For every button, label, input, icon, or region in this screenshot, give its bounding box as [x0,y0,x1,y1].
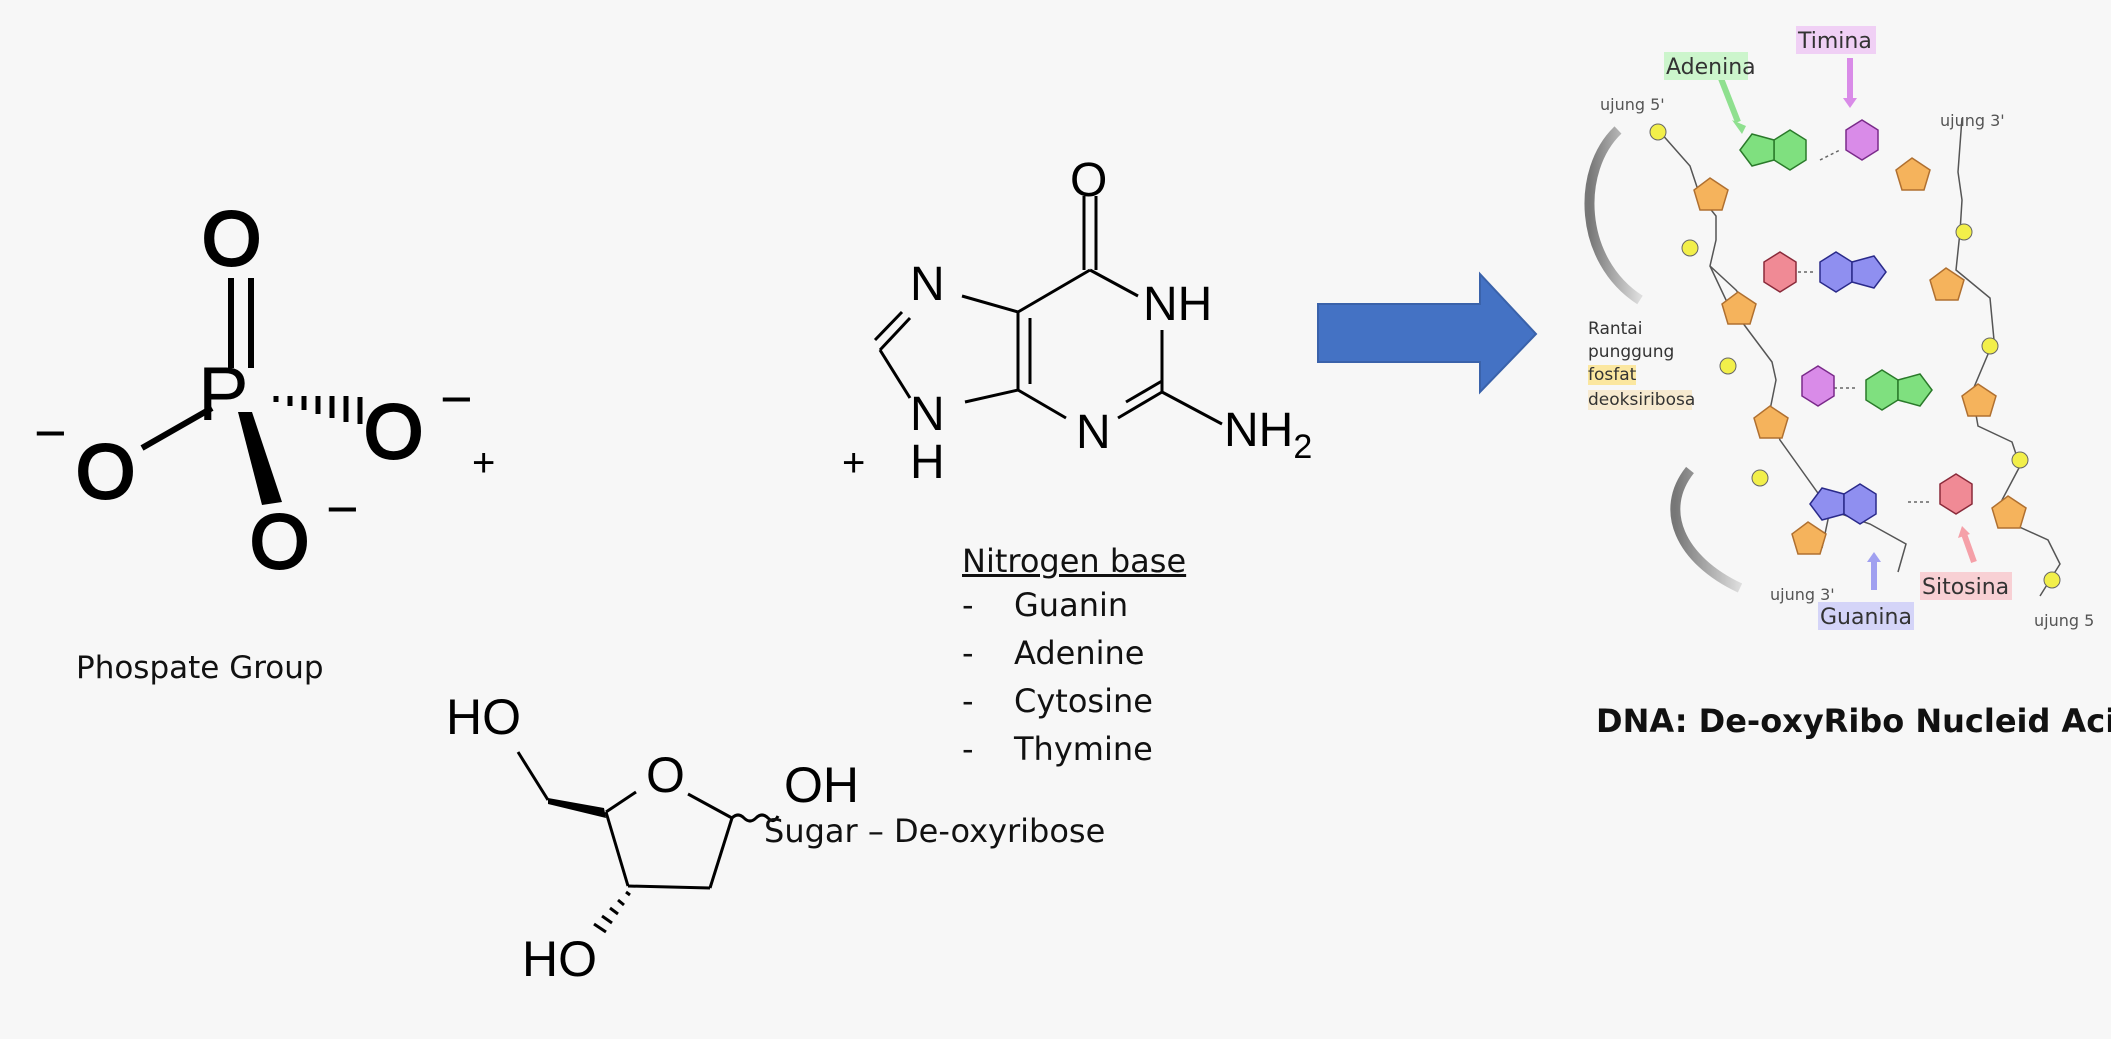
thymine-hexagon [1845,119,1879,161]
guanine-hexagon [1819,251,1853,293]
guanine-n3: N [1076,406,1111,459]
label-ujung3-bottom: ujung 3' [1770,585,1835,604]
cytosine-hexagon-2 [1939,473,1973,515]
phosphate-top-oxygen: O [202,197,261,282]
adenine-hexagon-2 [1865,369,1899,411]
dna-diagram [1584,26,2061,630]
transformation-arrow [1317,271,1538,395]
sugar-node [1961,383,1997,417]
label-ujung3-top: ujung 3' [1940,111,2005,130]
phosphate-right-oxygen: O [364,390,423,475]
sugar-right-hydroxyl: OH [784,757,859,813]
adenine-hexagon [1773,129,1807,171]
guanine-carbonyl-oxygen: O [1070,154,1107,207]
adenine-pentagon [1739,133,1775,167]
phosphate-group-caption: Phospate Group [76,650,324,686]
sugar-node [1753,405,1789,439]
guanine-amino-group: NH2 [1224,404,1312,466]
adenine-pentagon-2 [1897,373,1933,407]
guanine-n1h: NH [1143,278,1212,331]
left-oxygen-charge: − [34,401,67,464]
phosphate-node [1981,337,1999,355]
sugar-hashed-bond [593,890,631,934]
phosphate-node [2043,571,2061,589]
nitrogen-base-title: Nitrogen base [962,542,1187,580]
phosphate-structure: O P O − O − O − [34,196,473,587]
deoxyribose-structure [516,751,780,890]
right-oxygen-charge: − [440,367,473,430]
label-fosfat: fosfat [1588,365,1637,385]
guanine-structure [873,196,1223,426]
plus-sign-2: + [842,441,865,485]
label-ujung5-bottom: ujung 5 [2034,611,2094,630]
phosphate-bottom-oxygen: O [250,500,309,585]
phosphate-node [1681,239,1699,257]
sugar-ring-oxygen: O [646,747,685,803]
label-guanina: Guanina [1820,605,1912,630]
guanine-n9: N [910,388,945,441]
label-punggung: punggung [1588,342,1674,362]
label-rantai: Rantai [1588,319,1642,339]
label-sitosina: Sitosina [1922,575,2009,600]
phosphorus-atom: P [198,352,249,437]
backbone-arc-bottom [1670,466,1743,593]
sugar-top-hydroxyl: HO [446,689,521,745]
phosphate-node [1751,469,1769,487]
sugar-node [1721,291,1757,325]
sugar-node [1693,177,1729,211]
phosphate-node [1719,357,1737,375]
label-ujung5-top: ujung 5' [1600,95,1665,114]
dna-labels: Adenina Timina Guanina Sitosina ujung 5'… [1588,29,2094,630]
label-adenina: Adenina [1666,55,1756,80]
cytosine-hexagon [1763,251,1797,293]
phosphate-node [1955,223,1973,241]
sugar-node [1791,521,1827,555]
dna-caption: DNA: De-oxyRibo Nucleid Acid [1596,702,2111,740]
bottom-oxygen-charge: − [326,477,359,540]
guanine-atoms: O N NH N H N NH2 [910,154,1312,489]
guanine-n7: N [910,258,945,311]
sugar-node [1991,495,2027,529]
sugar-node [1895,157,1931,191]
guanine-pentagon-2 [1809,487,1845,521]
label-deoksiribosa: deoksiribosa [1588,390,1695,410]
phosphate-left-oxygen: O [76,430,135,515]
guanine-hexagon-2 [1843,483,1877,525]
sugar-node [1929,267,1965,301]
phosphate-node [2011,451,2029,469]
adenina-arrow [1717,74,1741,124]
guanine-pentagon [1851,255,1887,289]
sitosina-arrow [1961,532,1977,564]
backbone-arc-top [1584,126,1643,305]
sugar-caption: Sugar – De-oxyribose [764,812,1106,850]
guanine-n9-hydrogen: H [910,436,945,489]
phosphate-node [1649,123,1667,141]
sugar-bottom-hydroxyl: HO [522,931,597,987]
plus-sign-1: + [472,441,495,485]
label-timina: Timina [1797,29,1872,54]
thymine-hexagon-2 [1801,365,1835,407]
deoxyribose-atoms: HO O OH HO [446,689,859,987]
